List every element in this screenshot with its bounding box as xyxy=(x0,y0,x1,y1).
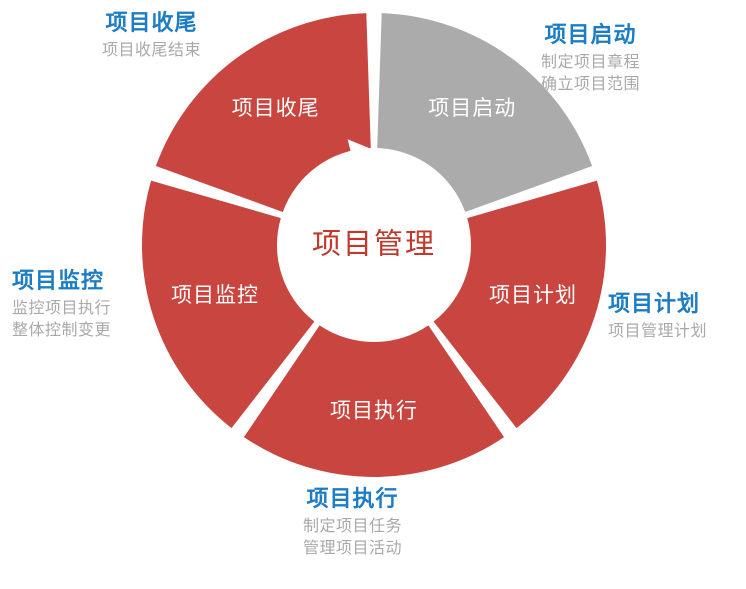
callout-title-planning: 项目计划 xyxy=(608,291,701,316)
donut-segment-monitoring[interactable] xyxy=(142,180,315,429)
callout-desc-initiation-1: 制定项目章程 xyxy=(541,54,641,72)
callout-execution: 项目执行 制定项目任务 管理项目活动 xyxy=(303,484,402,561)
segment-label-execution: 项目执行 xyxy=(330,400,418,423)
callout-title-closing: 项目收尾 xyxy=(105,10,198,35)
callout-initiation: 项目启动 制定项目章程 确立项目范围 xyxy=(541,20,640,97)
center-label: 项目管理 xyxy=(312,228,436,261)
callout-desc-execution-1: 制定项目任务 xyxy=(303,518,403,536)
donut-segment-execution[interactable] xyxy=(243,325,505,477)
donut-segments xyxy=(142,13,606,477)
inner-disc xyxy=(297,168,451,322)
donut-segment-planning[interactable] xyxy=(433,180,606,429)
callout-desc-execution-2: 管理项目活动 xyxy=(303,540,403,558)
callout-desc-planning-1: 项目管理计划 xyxy=(608,323,708,341)
callout-closing: 项目收尾 项目收尾结束 xyxy=(102,8,201,62)
callout-monitoring: 项目监控 监控项目执行 整体控制变更 xyxy=(12,266,111,343)
callout-title-initiation: 项目启动 xyxy=(544,22,637,47)
cycle-arc xyxy=(279,151,422,340)
segment-label-initiation: 项目启动 xyxy=(428,97,516,120)
callout-title-monitoring: 项目监控 xyxy=(12,268,105,293)
callout-desc-closing-1: 项目收尾结束 xyxy=(102,42,202,60)
segment-label-planning: 项目计划 xyxy=(489,284,577,307)
segment-label-closing: 项目收尾 xyxy=(232,97,320,120)
donut-segment-labels: 项目启动 项目计划 项目执行 项目监控 项目收尾 xyxy=(171,97,577,423)
callout-desc-monitoring-1: 监控项目执行 xyxy=(12,300,112,318)
callout-desc-initiation-2: 确立项目范围 xyxy=(541,76,641,94)
segment-label-monitoring: 项目监控 xyxy=(171,284,259,307)
callout-planning: 项目计划 项目管理计划 xyxy=(608,289,707,343)
cycle-arrowhead-icon xyxy=(347,139,382,175)
cycle-arrow-group xyxy=(279,139,422,340)
callout-desc-monitoring-2: 整体控制变更 xyxy=(12,322,112,340)
callout-title-execution: 项目执行 xyxy=(306,486,399,511)
donut-segment-initiation[interactable] xyxy=(377,13,593,212)
donut-segment-closing[interactable] xyxy=(155,13,371,212)
